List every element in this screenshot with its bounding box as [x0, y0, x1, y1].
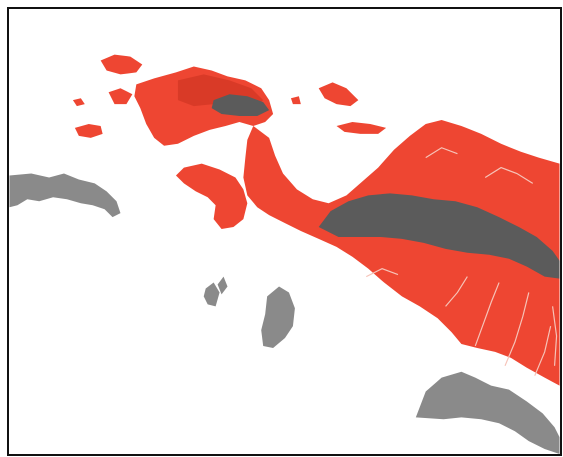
range-islet-small-2: [290, 96, 301, 105]
highland-central-range: [318, 193, 560, 279]
map-frame: [7, 7, 562, 456]
highland-arfak: [211, 94, 270, 117]
range-mainland: [243, 120, 560, 386]
range-bomberai: [175, 163, 248, 230]
range-islet-raja-1: [100, 54, 143, 75]
range-islet-biak: [318, 82, 359, 107]
range-islet-misool: [74, 123, 103, 138]
range-islet-small-1: [72, 98, 85, 107]
map-canvas: [9, 9, 560, 454]
islet-grey-1: [203, 282, 220, 307]
rivers: [365, 147, 558, 376]
island-west-grey: [9, 173, 121, 218]
islet-grey-2: [261, 286, 295, 348]
range-islet-raja-2: [108, 88, 133, 105]
land-south-grey: [415, 371, 560, 454]
islet-grey-3: [217, 276, 228, 295]
range-islet-yapen: [336, 121, 387, 134]
